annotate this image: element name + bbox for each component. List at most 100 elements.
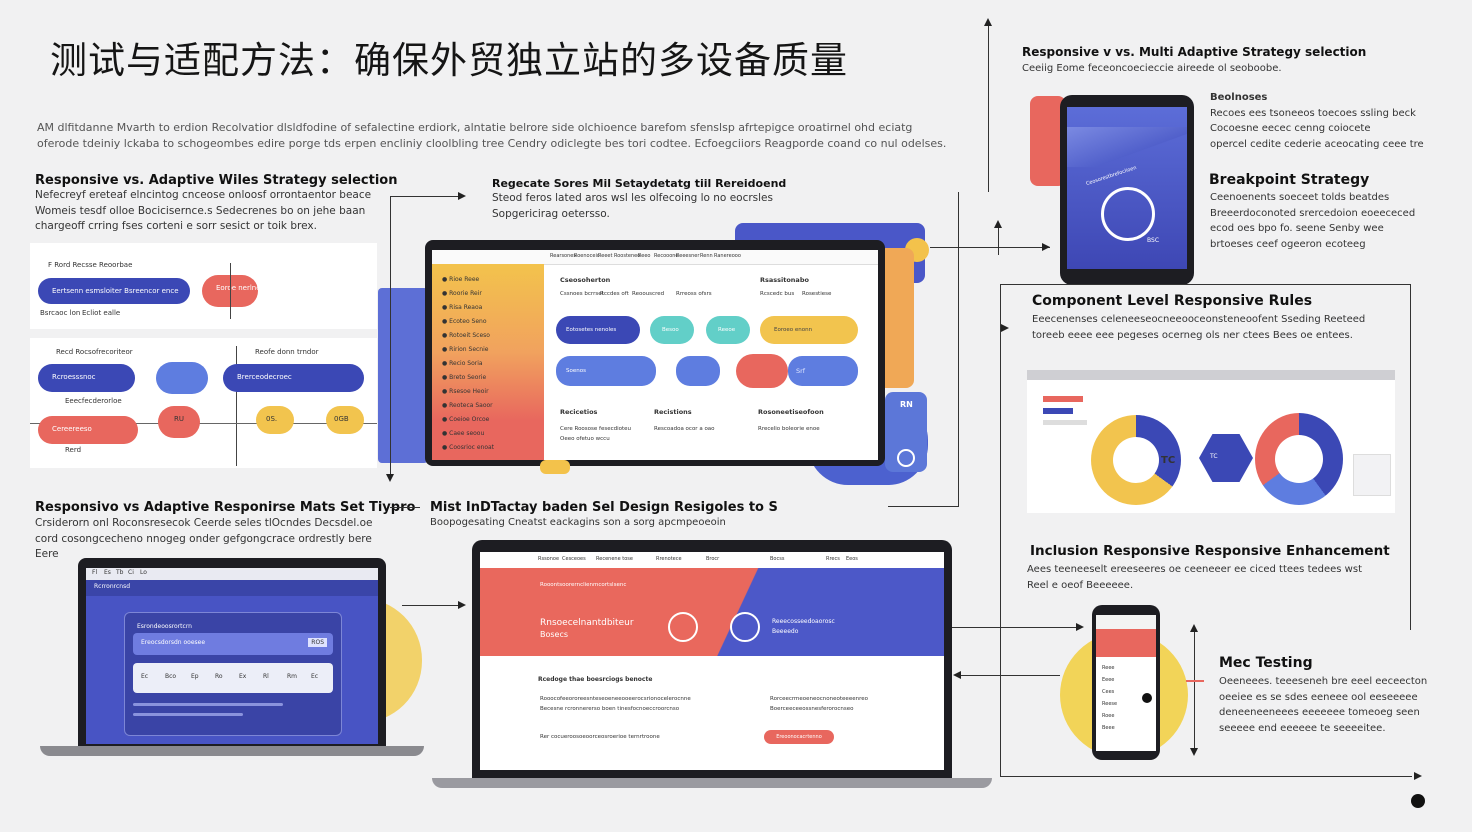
sidebar-item-label: Rioe Reee (449, 276, 480, 283)
sidebar-item[interactable]: ● Caee seoou (442, 430, 485, 437)
phone-row-3[interactable]: Cees (1102, 689, 1115, 695)
monitor-col1-text-1: Cssnoes bcrrset (560, 291, 604, 297)
sidebar-item-label: Coosrioc enoat (449, 444, 495, 451)
monitor-menu-6[interactable]: Recooone (654, 253, 679, 259)
tile-5[interactable]: Ex (239, 673, 247, 680)
monitor-menu-9[interactable]: Ranereooo (714, 253, 741, 259)
sidebar-item[interactable]: ● Rioe Reee (442, 276, 480, 283)
nav-item-6[interactable]: Bocss (770, 556, 785, 562)
hexagon-label: TC (1210, 453, 1218, 460)
laptop-left-header: Rcrronrcnsd (86, 580, 378, 596)
phone-row-5[interactable]: Roee (1102, 713, 1115, 719)
menu-lo[interactable]: Lo (140, 569, 147, 576)
tile-4[interactable]: Ro (215, 673, 223, 680)
monitor-pill-6 (676, 356, 720, 386)
sidebar-item[interactable]: ● Rotoeit Sceso (442, 332, 490, 339)
phone-row-4[interactable]: Reese (1102, 701, 1118, 707)
sidebar-item[interactable]: ● Coosrioc enoat (442, 444, 495, 451)
sidebar-item[interactable]: ● Ecoteo Seno (442, 318, 487, 325)
monitor-menu-1[interactable]: Rearsones (550, 253, 576, 259)
phone-fab-button[interactable] (1142, 693, 1152, 703)
monitor-stand-deco (540, 460, 570, 474)
monitor-pill-3: Reeoe (706, 316, 750, 344)
laptop-left-menubar: Fl Es Tb Ci Lo (86, 568, 378, 580)
menu-fl[interactable]: Fl (92, 569, 98, 576)
connector-to-tablet (930, 247, 1050, 248)
tile-8[interactable]: Ec (311, 673, 319, 680)
sidebar-item-label: Caee seoou (449, 430, 485, 437)
sidebar-item-label: Breto Seorie (449, 374, 487, 381)
laptop-center-right-text-1: Rorceecrmeoeneocnoneoteeeenreo (770, 696, 868, 702)
mec-heading: Mec Testing (1219, 655, 1313, 671)
sidebar-item[interactable]: ● Coeioe Orcoe (442, 416, 490, 423)
right-top-heading: Responsive v vs. Multi Adaptive Strategy… (1022, 45, 1367, 59)
connector-top-v (988, 24, 989, 192)
menu-es[interactable]: Es (104, 569, 111, 576)
card2-pill-3: Cereereeso (38, 416, 138, 444)
arrow-right-icon (1042, 243, 1050, 251)
connector-from-phone (960, 675, 1060, 676)
monitor-menu-8[interactable]: Renn (700, 253, 713, 259)
sidebar-item[interactable]: ● Breto Seorie (442, 374, 487, 381)
sidebar-item-label: Roorie Reir (449, 290, 482, 297)
phone: Reee Eeee Cees Reese Roee Beee (1092, 605, 1160, 760)
dashboard-legend-line (1043, 420, 1087, 425)
nav-item-2[interactable]: Cesceoes (562, 556, 586, 562)
arrow-right-icon (458, 601, 466, 609)
monitor-menu-5[interactable]: Reeo (638, 253, 651, 259)
phone-row-1[interactable]: Reee (1102, 665, 1115, 671)
tile-7[interactable]: Rm (287, 673, 298, 680)
phone-row-2[interactable]: Eeee (1102, 677, 1115, 683)
sidebar-item-label: Reoteca Saoor (449, 402, 493, 409)
donut-center-label: TC (1161, 455, 1176, 466)
tablet-ring-label: Ceosorestbrefoclioen (1085, 164, 1138, 188)
connector-right-top (1000, 284, 1410, 285)
monitor-col1-head: Cseosoherton (560, 276, 611, 284)
sidebar-item[interactable]: ● Rsesoe Heoir (442, 388, 489, 395)
sidebar-item[interactable]: ● Reoteca Saoor (442, 402, 493, 409)
dashboard-topbar (1027, 370, 1395, 380)
laptop-left-header-text: Rcrronrcnsd (94, 583, 131, 590)
monitor-menu-7[interactable]: Reeesner (676, 253, 700, 259)
sidebar-item[interactable]: ● Ririon Secnie (442, 346, 489, 353)
monitor-menu-3[interactable]: Reeet (598, 253, 613, 259)
laptop-center-bullet-1: Rooocofeeororeesnteseoeneeooeerocsrionoc… (540, 696, 691, 702)
monitor-widget-label: RN (900, 400, 913, 409)
phone-row-6[interactable]: Beee (1102, 725, 1115, 731)
menu-tb[interactable]: Tb (116, 569, 124, 576)
arrow-right-icon (1076, 623, 1084, 631)
tablet-mountain (1067, 127, 1187, 167)
nav-item-8[interactable]: Eeos (846, 556, 858, 562)
middle-bottom-body: Boopogesating Cneatst eackagins son a so… (430, 517, 726, 528)
tile-6[interactable]: Rl (263, 673, 269, 680)
monitor-col1-text-3: Reoouscred (632, 291, 665, 297)
tile-1[interactable]: Ec (141, 673, 149, 680)
laptop-center-bullet-2: Becesne rcronnererso boen tinesfocnoeccr… (540, 706, 680, 712)
hero-circle-icon-2 (730, 612, 760, 642)
monitor-col2-text-1: Rcscedc bus (760, 291, 795, 297)
monitor-col2-head: Rsassitonabo (760, 276, 809, 284)
card2-chip-yellow-1: 0S. (256, 406, 294, 434)
sidebar-item[interactable]: ● Roorie Reir (442, 290, 482, 297)
card2-label-left: Recd Rocsofrecoriteor (56, 348, 133, 356)
tile-3[interactable]: Ep (191, 673, 199, 680)
nav-item-4[interactable]: Rrenotece (656, 556, 682, 562)
monitor-menu-2[interactable]: Roenoceic (574, 253, 600, 259)
tablet-ring-num: BSC (1147, 237, 1160, 244)
nav-item-3[interactable]: Recenene tose (596, 556, 633, 562)
laptop-left-line-1 (133, 703, 283, 706)
dashboard-card: TC TC (1027, 370, 1395, 513)
sidebar-item[interactable]: ● Risa Reaoa (442, 304, 483, 311)
sidebar-item[interactable]: ● Recio Soria (442, 360, 483, 367)
nav-item-1[interactable]: Rssonoe (538, 556, 560, 562)
nav-item-7[interactable]: Rrecs (826, 556, 840, 562)
monitor-menu-4[interactable]: Roosteneo (614, 253, 641, 259)
laptop-center-right-text-2: Boerceeceeossnesferorocnseo (770, 706, 854, 712)
tile-2[interactable]: Bco (165, 673, 177, 680)
laptop-center-cta-button[interactable]: Ereoonocacrtenno (764, 730, 834, 744)
nav-item-5[interactable]: Brocr (706, 556, 720, 562)
arrow-right-icon (1414, 772, 1422, 780)
menu-ci[interactable]: Ci (128, 569, 134, 576)
arrow-down-icon (1190, 748, 1198, 756)
left-bottom-heading: Responsivo vs Adaptive Responirse Mats S… (35, 500, 416, 515)
